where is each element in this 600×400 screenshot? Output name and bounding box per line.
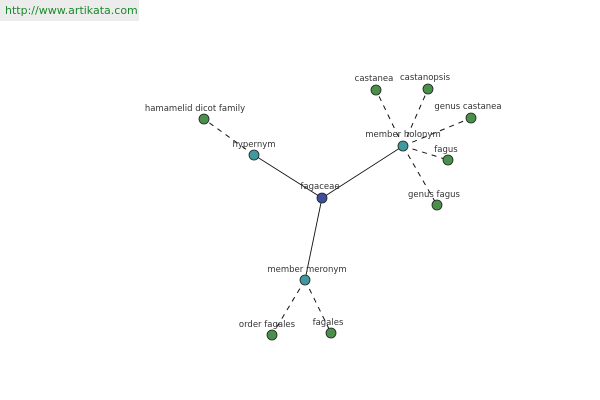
- graph-labels: fagaceae hypernym member holonym member mer…: [145, 73, 502, 330]
- label-fagus: fagus: [434, 145, 458, 155]
- node-fagales[interactable]: [325, 327, 337, 339]
- edge-member-holonym-castanea: [375, 89, 404, 147]
- node-order-fagales[interactable]: [266, 329, 278, 341]
- node-castanea[interactable]: [370, 84, 382, 96]
- node-member-meronym[interactable]: [299, 274, 311, 286]
- label-member-meronym: member meronym: [267, 265, 346, 275]
- node-member-holonym[interactable]: [397, 140, 409, 152]
- edge-member-holonym-castanopsis: [402, 88, 429, 147]
- label-fagales: fagales: [313, 318, 344, 328]
- node-hamamelid-dicot-family[interactable]: [198, 113, 210, 125]
- node-fagus[interactable]: [442, 154, 454, 166]
- node-genus-castanea[interactable]: [465, 112, 477, 124]
- label-castanopsis: castanopsis: [400, 73, 451, 83]
- node-hypernym[interactable]: [248, 149, 260, 161]
- label-order-fagales: order fagales: [239, 320, 296, 330]
- label-genus-castanea: genus castanea: [434, 102, 501, 112]
- graph-edges: [203, 88, 472, 336]
- label-hamamelid-dicot-family: hamamelid dicot family: [145, 104, 245, 114]
- edge-member-holonym-fagus: [402, 145, 449, 161]
- label-castanea: castanea: [355, 74, 394, 84]
- edge-member-holonym-genus-fagus: [402, 145, 438, 206]
- label-fagaceae: fagaceae: [300, 182, 339, 192]
- edge-member-meronym-order-fagales: [271, 279, 306, 336]
- label-hypernym: hypernym: [232, 140, 275, 150]
- node-genus-fagus[interactable]: [431, 199, 443, 211]
- edge-fagaceae-member-holonym: [321, 145, 404, 199]
- label-member-holonym: member holonym: [365, 130, 440, 140]
- edge-fagaceae-hypernym: [253, 154, 323, 199]
- source-link[interactable]: http://www.artikata.com: [0, 0, 139, 21]
- graph-nodes: [198, 83, 477, 341]
- edge-member-holonym-genus-castanea: [402, 117, 472, 147]
- node-fagaceae[interactable]: [316, 192, 328, 204]
- edge-hypernym-hamamelid-dicot-family: [203, 118, 255, 156]
- node-castanopsis[interactable]: [422, 83, 434, 95]
- label-genus-fagus: genus fagus: [408, 190, 461, 200]
- edge-fagaceae-member-meronym: [304, 197, 323, 281]
